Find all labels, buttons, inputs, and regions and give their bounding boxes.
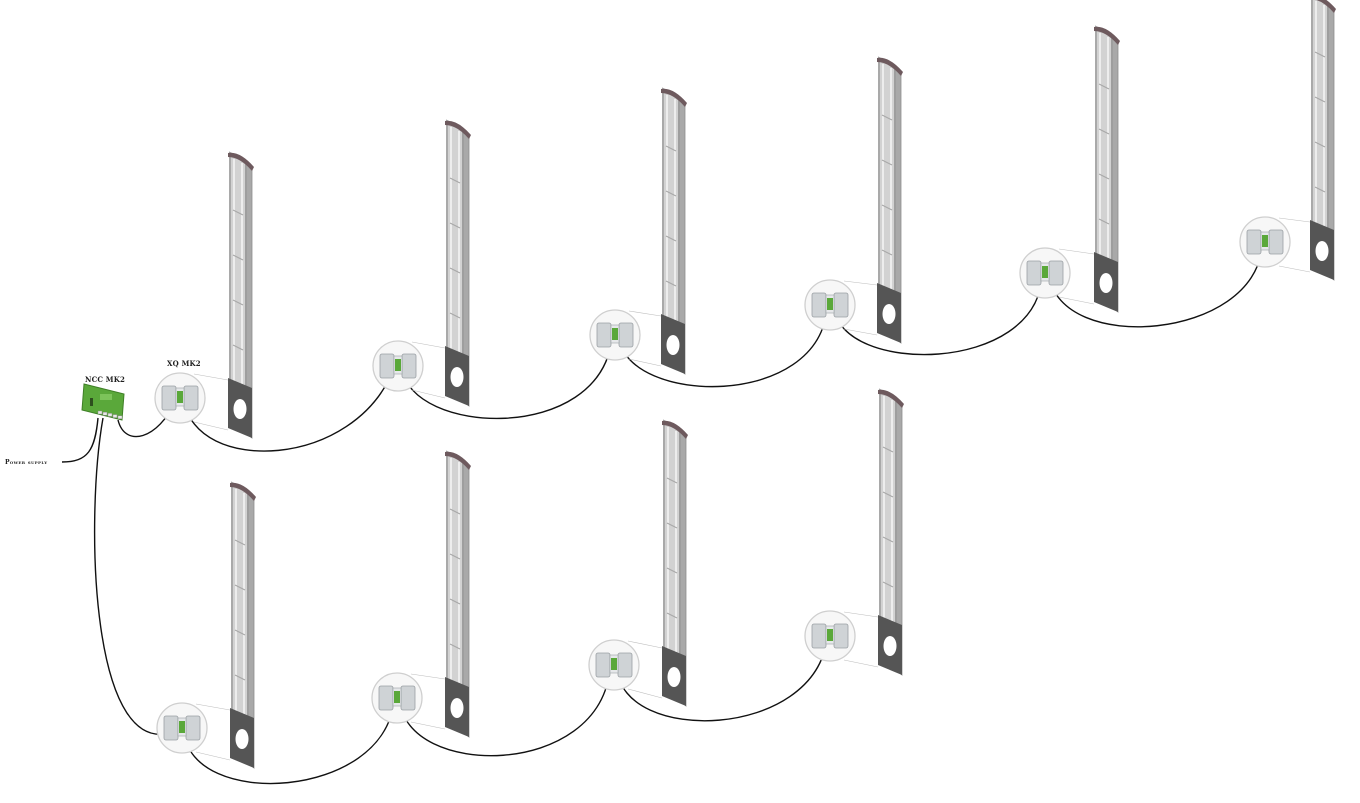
cable [619,307,827,387]
cable [400,668,610,756]
antenna-unit [1020,27,1120,312]
xq-module-icon [589,640,639,690]
power-supply-label: Power supply [5,460,47,466]
antenna-pedestal-icon [445,452,471,737]
xq-module-icon [157,703,207,753]
antenna-unit [805,390,904,675]
antenna-pedestal-icon [1310,0,1336,280]
xq-module-icon [155,373,205,423]
xq-module-icon [372,673,422,723]
antenna-pedestal-icon [230,483,256,768]
antenna-pedestal-icon [1094,27,1120,312]
cable [95,418,178,734]
antenna-pedestal-icon [878,390,904,675]
antenna-pedestal-icon [445,121,471,406]
ncc-label: NCC MK2 [85,376,125,383]
xq-module-icon [805,280,855,330]
xq-module-icon [805,611,855,661]
antenna-unit [805,58,903,343]
antenna-pedestal-icon [662,421,688,706]
antenna-unit [155,153,254,438]
antenna-pedestal-icon [661,89,687,374]
cable [402,338,612,418]
antenna-pedestal-icon [228,153,254,438]
cable [184,368,394,451]
cable [184,700,394,784]
xq-module-icon [590,310,640,360]
cable [617,638,827,721]
antenna-unit [372,452,471,737]
antenna-unit [1240,0,1336,280]
antenna-unit [373,121,471,406]
xq-module-icon [1020,248,1070,298]
antenna-unit [589,421,688,706]
cable [834,275,1042,355]
xq-module-icon [373,341,423,391]
cable [1049,246,1262,327]
cable [62,418,98,462]
xq-module-icon [1240,217,1290,267]
antenna-pedestal-icon [877,58,903,343]
antenna-unit [590,89,687,374]
xq-label: XQ MK2 [167,360,201,367]
ncc-controller-board-icon [82,384,124,420]
antenna-unit [157,483,256,768]
